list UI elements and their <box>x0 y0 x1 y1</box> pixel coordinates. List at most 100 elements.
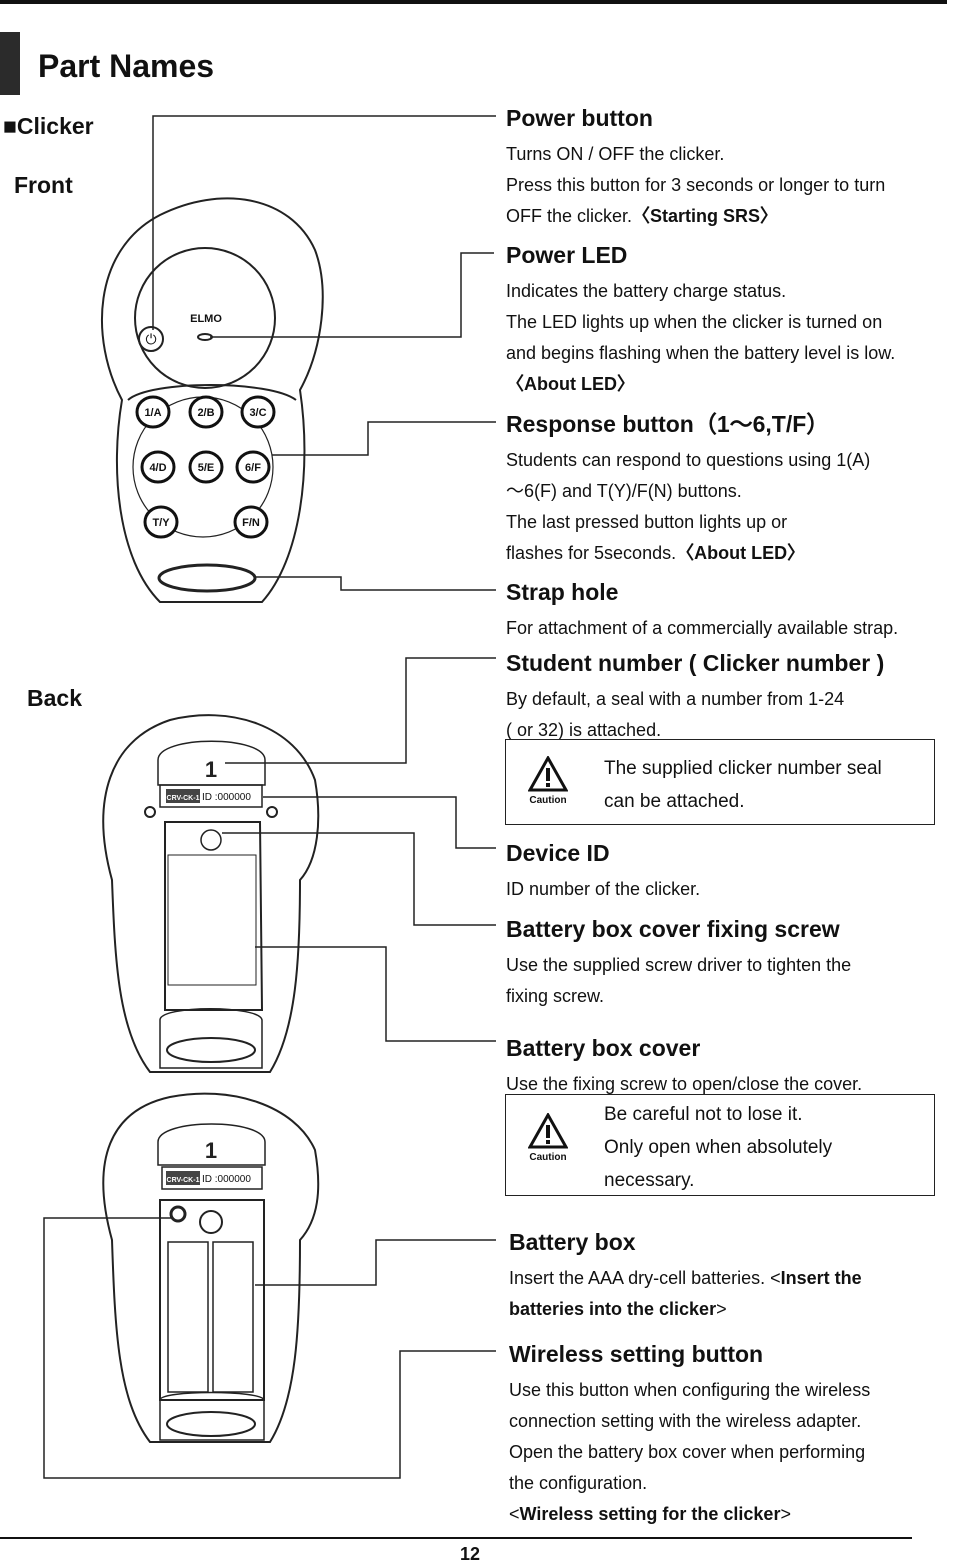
power-button-line1: Turns ON / OFF the clicker. <box>506 144 725 164</box>
about-led-link-2[interactable]: 〈About LED〉 <box>676 543 806 563</box>
open-seal-number: 1 <box>205 1138 217 1163</box>
cover-caution-line3: necessary. <box>604 1170 695 1191</box>
section-student-number: Student number ( Clicker number ) By def… <box>506 650 956 746</box>
open-id-text: ID :000000 <box>202 1174 251 1185</box>
section-battery-box: Battery box Insert the AAA dry-cell batt… <box>509 1229 957 1325</box>
top-rule <box>0 0 947 4</box>
student-number-title: Student number ( Clicker number ) <box>506 650 885 676</box>
battery-cover-title: Battery box cover <box>506 1035 701 1061</box>
response-button-label-8: F/N <box>242 517 260 529</box>
battery-box-line1: Insert the AAA dry-cell batteries. <Inse… <box>509 1263 957 1294</box>
section-power-button: Power button Turns ON / OFF the clicker.… <box>506 105 956 232</box>
response-button-1 <box>135 395 171 429</box>
page-title: Part Names <box>38 48 215 84</box>
wireless-line1: Use this button when configuring the wir… <box>509 1380 871 1400</box>
section-battery-cover: Battery box cover Use the fixing screw t… <box>506 1035 956 1100</box>
response-button-label-5: 5/E <box>198 462 215 474</box>
open-model-tag: CRV-CK-1 <box>167 1177 200 1184</box>
strap-hole-line1: For attachment of a commercially availab… <box>506 618 899 638</box>
battery-box-line1a: Insert the AAA dry-cell batteries. < <box>509 1268 781 1288</box>
clicker-heading: ■Clicker <box>3 113 94 139</box>
response-button-4 <box>140 450 176 484</box>
section-fixing-screw: Battery box cover fixing screw Use the s… <box>506 916 956 1012</box>
response-button-2 <box>188 395 224 429</box>
power-button-line3-wrap: OFF the clicker.〈Starting SRS〉 <box>506 201 956 232</box>
front-label: Front <box>14 172 73 198</box>
wireless-line3: Open the battery box cover when performi… <box>509 1442 866 1462</box>
wireless-link-wrap: <Wireless setting for the clicker> <box>509 1499 957 1530</box>
response-button-label-4: 4/D <box>149 462 166 474</box>
response-button-label-1: 1/A <box>144 407 161 419</box>
student-number-line2: ( or 32) is attached. <box>506 720 662 740</box>
fixing-screw-line2: fixing screw. <box>506 986 605 1006</box>
section-device-id: Device ID ID number of the clicker. <box>506 840 956 905</box>
response-button-line4-wrap: flashes for 5seconds.〈About LED〉 <box>506 538 956 569</box>
section-strap-hole: Strap hole For attachment of a commercia… <box>506 579 956 644</box>
wireless-line2: connection setting with the wireless ada… <box>509 1411 862 1431</box>
battery-box-line2: batteries into the clicker> <box>509 1294 957 1325</box>
caution-icon: Caution <box>524 754 572 806</box>
power-led-line1: Indicates the battery charge status. <box>506 281 787 301</box>
response-button-8 <box>233 505 269 539</box>
battery-cover-caution: Caution Be careful not to lose it. Only … <box>505 1094 935 1196</box>
back-device-illustration <box>102 714 320 1073</box>
starting-srs-link[interactable]: 〈Starting SRS〉 <box>632 206 779 226</box>
power-button-line3: OFF the clicker. <box>506 206 633 226</box>
response-button-line2: ～6(F) and T(Y)/F(N) buttons. <box>506 481 742 501</box>
response-button-line4: flashes for 5seconds. <box>506 543 677 563</box>
title-accent-bar <box>0 32 20 95</box>
device-id-title: Device ID <box>506 840 610 866</box>
fixing-screw-title: Battery box cover fixing screw <box>506 916 840 942</box>
caution-icon-2: Caution <box>524 1111 572 1163</box>
wireless-line4: the configuration. <box>509 1473 648 1493</box>
back-label: Back <box>27 685 82 711</box>
insert-batteries-link-a[interactable]: Insert the <box>780 1268 862 1288</box>
power-led-link-wrap: 〈About LED〉 <box>506 369 956 400</box>
wireless-title: Wireless setting button <box>509 1341 764 1367</box>
section-power-led: Power LED Indicates the battery charge s… <box>506 242 956 400</box>
footer-rule <box>0 1537 912 1539</box>
back-leader-lines <box>43 657 496 1479</box>
power-led-title: Power LED <box>506 242 628 268</box>
insert-batteries-link-b[interactable]: batteries into the clicker <box>509 1299 717 1319</box>
student-caution-line1: The supplied clicker number seal <box>604 758 882 779</box>
wireless-setting-link[interactable]: Wireless setting for the clicker <box>519 1504 781 1524</box>
response-button-label-2: 2/B <box>197 407 214 419</box>
response-button-line3: The last pressed button lights up or <box>506 512 788 532</box>
caution-label: Caution <box>529 795 567 806</box>
section-wireless-button: Wireless setting button Use this button … <box>509 1341 957 1530</box>
cover-caution-line1: Be careful not to lose it. <box>604 1104 803 1125</box>
front-device-illustration <box>101 197 324 603</box>
wireless-link-close: > <box>780 1504 791 1524</box>
response-button-title: Response button（1～6,T/F） <box>506 411 830 437</box>
model-tag-bg <box>166 789 200 803</box>
fixing-screw-line1: Use the supplied screw driver to tighten… <box>506 955 852 975</box>
wireless-link-open: < <box>509 1504 520 1524</box>
section-response-button: Response button（1～6,T/F） Students can re… <box>506 411 956 569</box>
power-led-line2: The LED lights up when the clicker is tu… <box>506 312 883 332</box>
battery-open-illustration <box>102 1092 320 1443</box>
power-button-title: Power button <box>506 105 653 131</box>
student-number-caution-text: The supplied clicker number seal can be … <box>604 752 924 818</box>
cover-caution-line2: Only open when absolutely <box>604 1137 833 1158</box>
device-id-line1: ID number of the clicker. <box>506 879 701 899</box>
page-number: 12 <box>460 1544 481 1564</box>
power-button-line2: Press this button for 3 seconds or longe… <box>506 175 886 195</box>
open-model-tag-bg <box>166 1171 200 1185</box>
student-number-caution: Caution The supplied clicker number seal… <box>505 739 935 825</box>
front-brand-logo: ELMO <box>190 313 222 325</box>
student-caution-line2: can be attached. <box>604 791 745 812</box>
power-icon: ⏻ <box>145 331 156 347</box>
back-id-text: ID :000000 <box>202 792 251 803</box>
response-button-7 <box>143 505 179 539</box>
front-leader-lines <box>152 115 496 591</box>
strap-hole-title: Strap hole <box>506 579 619 605</box>
response-button-line1: Students can respond to questions using … <box>506 450 871 470</box>
battery-box-line2b: > <box>716 1299 727 1319</box>
response-button-3 <box>240 395 276 429</box>
about-led-link[interactable]: 〈About LED〉 <box>506 374 635 394</box>
response-button-6 <box>235 450 271 484</box>
response-button-label-3: 3/C <box>249 407 266 419</box>
